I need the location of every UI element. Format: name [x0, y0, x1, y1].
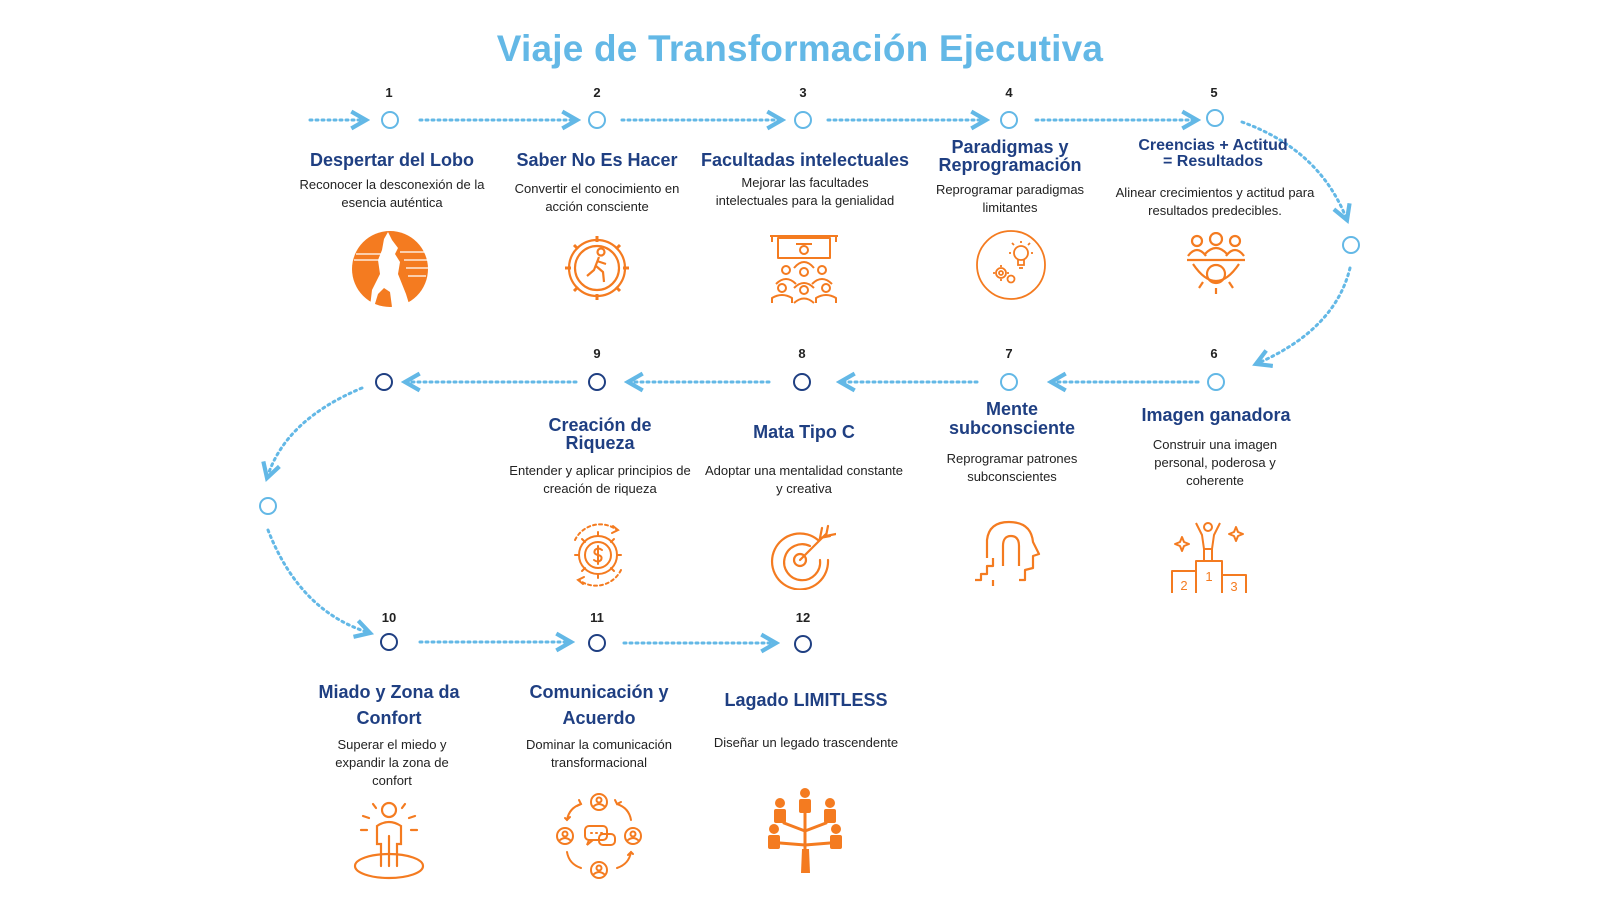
step-title: Imagen ganadora	[1141, 405, 1291, 425]
step-number: 10	[381, 610, 397, 625]
step-node	[793, 373, 811, 391]
diagram-title: Viaje de Transformación Ejecutiva	[496, 28, 1104, 69]
step-title: Paradigmas y Reprogramación	[938, 137, 1082, 175]
step-description: Alinear crecimientos y actitud para resu…	[1115, 185, 1315, 219]
step-description: Reprogramar patrones subconscientes	[946, 451, 1078, 485]
winner-podium-icon: 1 2 3	[1171, 522, 1247, 593]
head-stairs-icon	[975, 520, 1041, 586]
step-number: 4	[1005, 85, 1013, 100]
dollar-gear-icon	[574, 523, 622, 587]
team-gear-icon	[1187, 232, 1245, 294]
waypoint-node-right	[1342, 236, 1360, 254]
step-description: Reconocer la desconexión de la esencia a…	[299, 177, 485, 211]
step-node	[588, 634, 606, 652]
people-tree-icon	[768, 788, 842, 873]
step-title: Mata Tipo C	[753, 422, 855, 442]
podium-label-1: 1	[1205, 569, 1212, 584]
step-description: Entender y aplicar principios de creació…	[509, 463, 691, 497]
step-number: 9	[593, 346, 601, 361]
step-node	[588, 111, 606, 129]
step-number: 12	[795, 610, 811, 625]
step-title: Comunicación y Acuerdo	[529, 682, 669, 729]
step-number: 8	[798, 346, 806, 361]
step-number: 7	[1005, 346, 1013, 361]
presentation-audience-icon	[770, 235, 838, 304]
step-title: Mente subconsciente	[948, 399, 1076, 438]
step-description: Diseñar un legado trascendente	[713, 735, 899, 750]
step-title: Saber No Es Hacer	[516, 150, 678, 170]
step-description: Convertir el conocimiento en acción cons…	[514, 181, 680, 215]
step-node	[1000, 373, 1018, 391]
target-arrow-icon	[771, 524, 836, 590]
step-title: Creencias + Actitud = Resultados	[1138, 137, 1288, 170]
step-description: Construir una imagen personal, poderosa …	[1152, 437, 1278, 489]
step-title: Miado y Zona da Confort	[318, 682, 460, 729]
step-node	[380, 633, 398, 651]
step-number: 6	[1210, 346, 1218, 361]
wolf-moon-icon	[352, 231, 428, 307]
step-number: 3	[799, 85, 807, 100]
step-description: Superar el miedo y expandir la zona de c…	[335, 737, 449, 789]
step-title: Facultadas intelectuales	[700, 150, 910, 170]
step-node	[794, 111, 812, 129]
step-description: Adoptar una mentalidad constante y creat…	[704, 463, 904, 497]
gear-walking-person-icon	[565, 236, 629, 300]
communication-cycle-icon	[556, 793, 642, 879]
lightbulb-gears-icon	[976, 230, 1046, 300]
step-title: Lagado LIMITLESS	[724, 690, 888, 710]
step-node	[381, 111, 399, 129]
podium-label-3: 3	[1230, 579, 1237, 593]
step-number: 5	[1210, 85, 1218, 100]
step-number: 2	[593, 85, 601, 100]
step-node	[1000, 111, 1018, 129]
step-description: Mejorar las facultades intelectuales par…	[715, 175, 895, 209]
person-comfort-zone-icon	[353, 801, 425, 880]
waypoint-node-left	[259, 497, 277, 515]
podium-label-2: 2	[1180, 578, 1187, 593]
step-title: Creación de Riqueza	[548, 415, 652, 453]
step-node	[1207, 373, 1225, 391]
step-number: 1	[385, 85, 393, 100]
waypoint-node-left-top	[375, 373, 393, 391]
step-node	[588, 373, 606, 391]
step-description: Dominar la comunicación transformacional	[526, 737, 672, 771]
step-number: 11	[590, 610, 604, 625]
step-node	[794, 635, 812, 653]
step-description: Reprogramar paradigmas limitantes	[935, 182, 1085, 216]
step-node	[1206, 109, 1224, 127]
step-title: Despertar del Lobo	[309, 150, 475, 170]
